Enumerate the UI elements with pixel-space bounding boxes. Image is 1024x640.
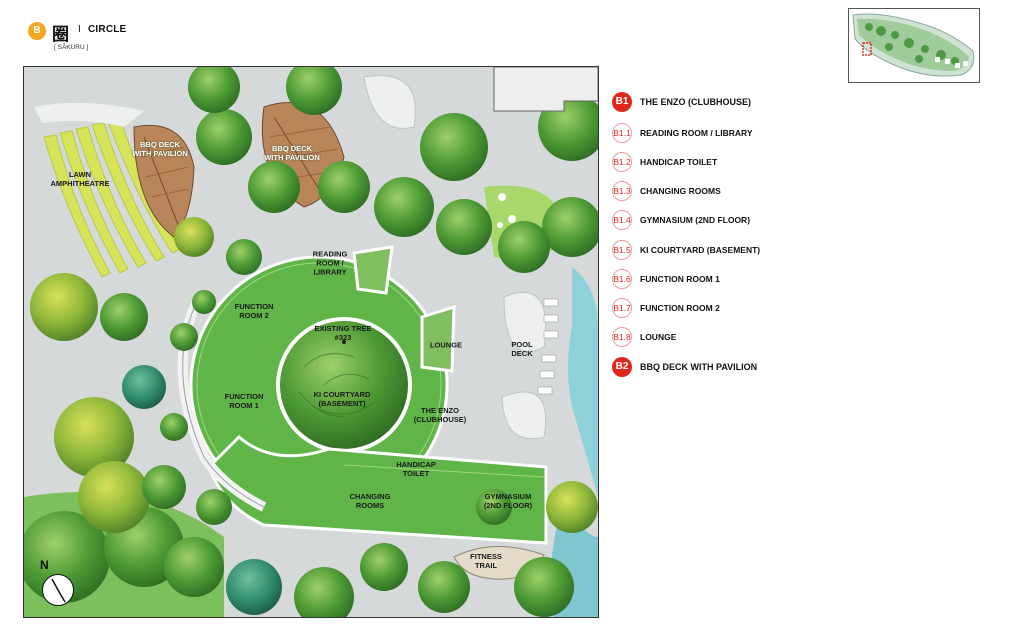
title-separator: I xyxy=(78,24,81,35)
legend-code-badge: B1.3 xyxy=(612,181,632,201)
north-arrow: N xyxy=(38,558,78,614)
legend-code-badge: B1.6 xyxy=(612,269,632,289)
page-title: CIRCLE xyxy=(88,24,127,35)
legend-label: THE ENZO (CLUBHOUSE) xyxy=(640,97,751,107)
legend-label: CHANGING ROOMS xyxy=(640,186,721,196)
label-existing-tree: EXISTING TREE#323 xyxy=(314,324,372,342)
legend-code-badge: B1.5 xyxy=(612,240,632,260)
legend-code-badge: B1.8 xyxy=(612,327,632,347)
north-label: N xyxy=(40,558,49,572)
legend-label: LOUNGE xyxy=(640,332,677,342)
section-badge: B xyxy=(28,22,46,40)
label-ki-courtyard: KI COURTYARD(BASEMENT) xyxy=(313,390,371,408)
legend-item: B1.2 HANDICAP TOILET xyxy=(612,152,852,174)
page-subtitle: [ SĀKURU ] xyxy=(54,44,89,51)
legend-label: GYMNASIUM (2ND FLOOR) xyxy=(640,215,751,225)
bbq-deck-1 xyxy=(133,124,195,238)
legend-label: FUNCTION ROOM 1 xyxy=(640,274,720,284)
legend-code-badge: B1.4 xyxy=(612,210,632,230)
legend-item: B1 THE ENZO (CLUBHOUSE) xyxy=(612,92,852,114)
legend-item: B1.5 KI COURTYARD (BASEMENT) xyxy=(612,240,852,262)
legend-item: B1.3 CHANGING ROOMS xyxy=(612,181,852,203)
legend-code-badge: B1.1 xyxy=(612,123,632,143)
legend-code-badge: B1 xyxy=(612,92,632,112)
legend-item: B2 BBQ DECK WITH PAVILION xyxy=(612,357,852,379)
legend-label: BBQ DECK WITH PAVILION xyxy=(640,362,758,372)
key-plan-drawing xyxy=(852,13,975,77)
legend-label: HANDICAP TOILET xyxy=(640,157,718,167)
label-lounge: LOUNGE xyxy=(429,340,463,350)
label-gymnasium: GYMNASIUM(2ND FLOOR) xyxy=(483,492,533,510)
legend-code-badge: B1.2 xyxy=(612,152,632,172)
label-the-enzo: THE ENZO(CLUBHOUSE) xyxy=(413,406,467,424)
legend-item: B1.8 LOUNGE xyxy=(612,327,852,349)
legend-item: B1.6 FUNCTION ROOM 1 xyxy=(612,269,852,291)
kanji-title: 圈 xyxy=(52,25,69,45)
legend-item: B1.7 FUNCTION ROOM 2 xyxy=(612,298,852,320)
site-plan-drawing xyxy=(24,67,598,617)
legend-code-badge: B2 xyxy=(612,357,632,377)
legend-code-badge: B1.7 xyxy=(612,298,632,318)
key-plan-thumbnail xyxy=(848,8,980,83)
legend-item: B1.4 GYMNASIUM (2ND FLOOR) xyxy=(612,210,852,232)
compass-icon xyxy=(42,574,74,606)
legend-label: KI COURTYARD (BASEMENT) xyxy=(640,245,761,255)
legend-item: B1.1 READING ROOM / LIBRARY xyxy=(612,123,852,145)
legend-label: READING ROOM / LIBRARY xyxy=(640,128,753,138)
legend-label: FUNCTION ROOM 2 xyxy=(640,303,720,313)
